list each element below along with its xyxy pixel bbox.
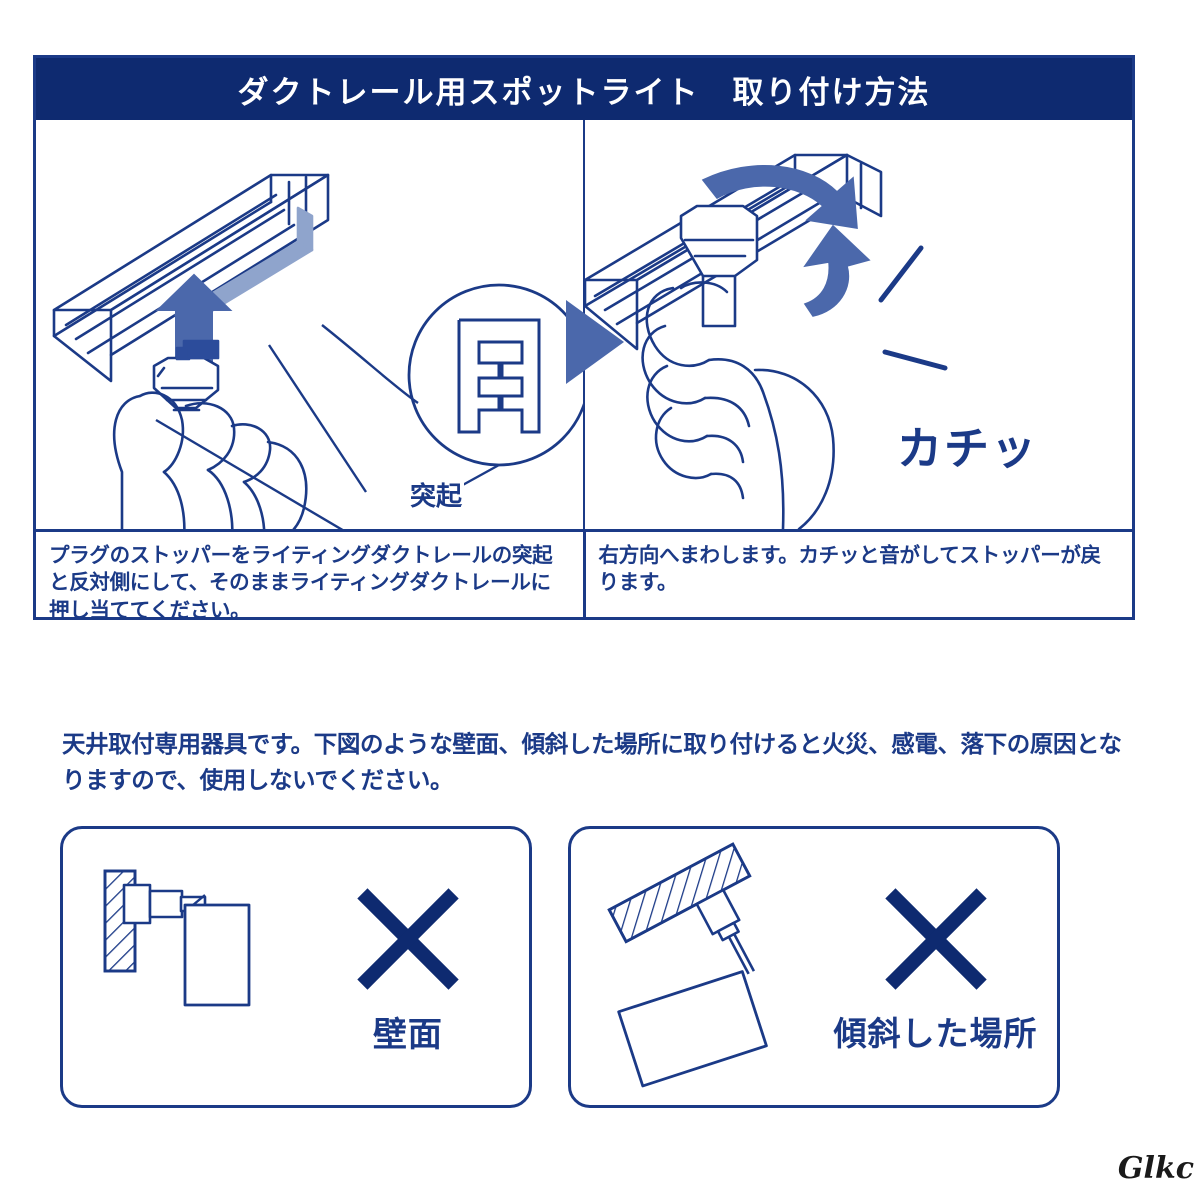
step-captions: プラグのストッパーをライティングダクトレールの突起と反対側にして、そのままライテ… (36, 529, 1132, 622)
rotate-arrow-top (701, 165, 858, 229)
prohibited-box-slope: 傾斜した場所 (568, 826, 1060, 1108)
callout-label-click-sound: カチッ (897, 422, 1039, 475)
rotate-arrow-side (803, 224, 871, 317)
installation-instruction-frame: ダクトレール用スポットライト 取り付け方法 (33, 55, 1135, 622)
step-2-figure: カチッ (585, 120, 1132, 529)
callout-label-protrusion-text: 突起 (408, 476, 465, 513)
step-panels: ストッパー 突起 (36, 120, 1132, 529)
step-2-caption: 右方向へまわします。カチッと音がしてストッパーが戻ります。 (598, 543, 1102, 595)
step-1-illustration (52, 173, 583, 529)
emphasis-strokes (878, 245, 948, 371)
watermark: Glkc (1117, 1151, 1194, 1186)
step-progression-arrow-icon (566, 300, 624, 384)
step-1-figure: ストッパー 突起 (36, 120, 585, 529)
slope-mount-illustration (571, 829, 853, 1105)
prohibited-label-slope: 傾斜した場所 (833, 1014, 1038, 1053)
x-mark-icon (357, 887, 459, 990)
x-mark-icon (884, 888, 987, 990)
prohibited-box-wall: 壁面 (60, 826, 532, 1108)
step-2-illustration (585, 153, 948, 529)
rail-cross-section-magnifier (321, 283, 583, 467)
page-title: ダクトレール用スポットライト 取り付け方法 (237, 74, 931, 111)
wall-prohibited-mark-group: 壁面 (315, 829, 501, 1105)
prohibited-label-wall: 壁面 (372, 1014, 443, 1055)
warning-text: 天井取付専用器具です。下図のような壁面、傾斜した場所に取り付けると火災、感電、落… (62, 730, 1122, 794)
title-bar: ダクトレール用スポットライト 取り付け方法 (36, 58, 1132, 120)
wall-mount-illustration (63, 829, 333, 1105)
inclined-ceiling-surface (607, 842, 752, 944)
slope-prohibited-mark-group: 傾斜した場所 (824, 829, 1048, 1105)
step-1-caption: プラグのストッパーをライティングダクトレールの突起と反対側にして、そのままライテ… (36, 532, 586, 622)
